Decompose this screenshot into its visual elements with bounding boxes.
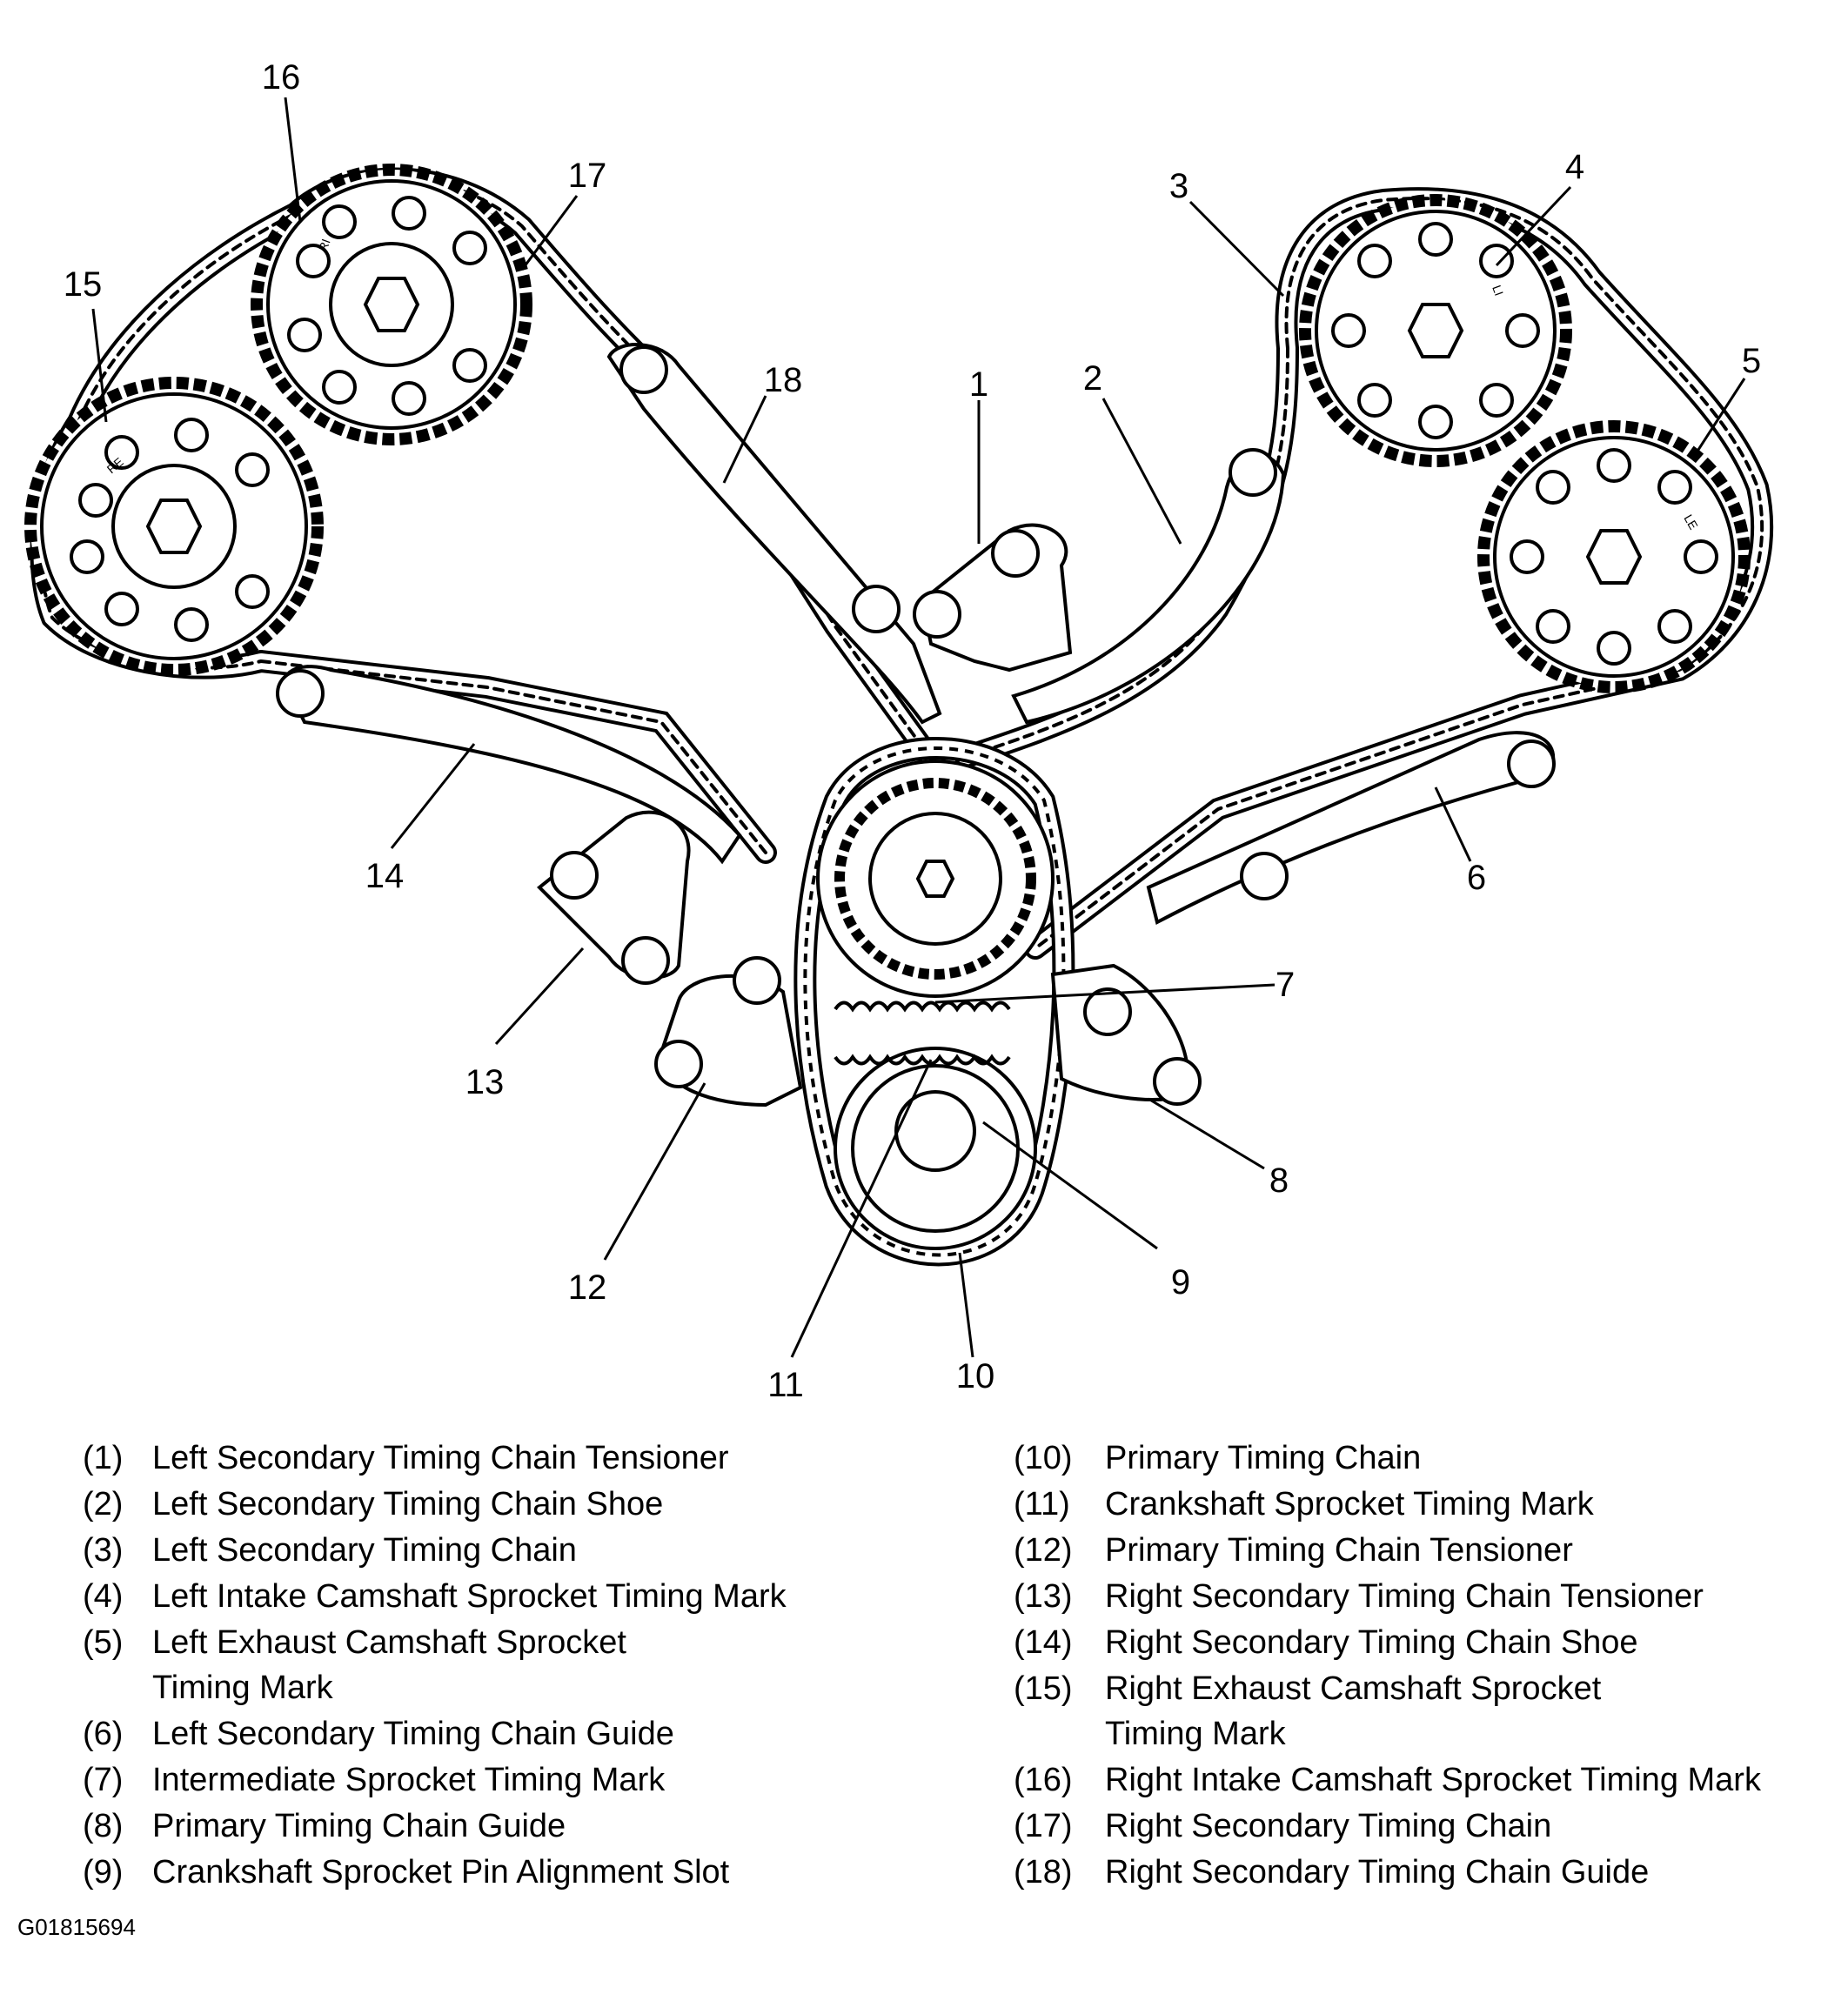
callout-1: 1: [969, 365, 988, 404]
callout-10: 10: [956, 1357, 995, 1395]
legend-item-10: (10) Primary Timing Chain: [1014, 1436, 1840, 1481]
legend-number: (11): [1014, 1486, 1070, 1522]
legend-number: (9): [83, 1854, 124, 1891]
legend-text: Intermediate Sprocket Timing Mark: [152, 1762, 666, 1798]
callout-8: 8: [1269, 1161, 1289, 1200]
callout-3: 3: [1169, 167, 1188, 205]
legend-item-16: (16) Right Intake Camshaft Sprocket Timin…: [1014, 1757, 1840, 1803]
legend-text: Left Secondary Timing Chain Tensioner: [152, 1440, 729, 1476]
callout-12: 12: [568, 1268, 607, 1307]
legend-item-13: (13) Right Secondary Timing Chain Tension…: [1014, 1574, 1840, 1619]
callout-15: 15: [64, 265, 103, 304]
callout-16: 16: [262, 58, 301, 97]
timing-chain-diagram: RI RE LI LE 1 2 3 4 5 6 7 8 9 10 11 12 1…: [24, 58, 1774, 1404]
legend-text: Crankshaft Sprocket Pin Alignment Slot: [152, 1854, 730, 1891]
legend-number: (8): [83, 1808, 124, 1844]
callout-17: 17: [568, 157, 607, 195]
callout-4: 4: [1565, 148, 1584, 186]
legend-item-12: (12) Primary Timing Chain Tensioner: [1014, 1528, 1840, 1573]
right-secondary-shoe: [284, 665, 742, 865]
callout-11: 11: [767, 1366, 804, 1404]
legend-text: Right Exhaust Camshaft Sprocket Timing M…: [1105, 1670, 1602, 1752]
legend-text: Right Secondary Timing Chain Tensioner: [1105, 1578, 1704, 1615]
intermediate-sprocket: [816, 760, 1055, 998]
legend-item-4: (4) Left Intake Camshaft Sprocket Timing …: [83, 1574, 953, 1619]
legend-text: Crankshaft Sprocket Timing Mark: [1105, 1486, 1594, 1522]
legend-number: (3): [83, 1532, 124, 1569]
callout-2: 2: [1083, 359, 1102, 398]
legend-column-left: (1) Left Secondary Timing Chain Tensioner…: [83, 1436, 953, 1896]
legend-text: Right Secondary Timing Chain Guide: [1105, 1854, 1650, 1891]
callout-6: 6: [1467, 859, 1486, 897]
right-intake-camshaft-sprocket: [251, 164, 532, 445]
legend-item-2: (2) Left Secondary Timing Chain Shoe: [83, 1482, 953, 1527]
legend-number: (6): [83, 1716, 124, 1752]
legend-item-6: (6) Left Secondary Timing Chain Guide: [83, 1711, 953, 1757]
legend-item-17: (17) Right Secondary Timing Chain: [1014, 1804, 1840, 1849]
legend-item-9: (9) Crankshaft Sprocket Pin Alignment Slo…: [83, 1850, 953, 1895]
legend-text: Right Secondary Timing Chain Shoe: [1105, 1624, 1638, 1661]
callout-13: 13: [465, 1063, 505, 1101]
legend-number: (4): [83, 1578, 124, 1615]
left-exhaust-camshaft-sprocket: [1477, 420, 1751, 693]
right-exhaust-camshaft-sprocket: [24, 377, 324, 676]
legend-text: Left Secondary Timing Chain Guide: [152, 1716, 674, 1752]
callout-7: 7: [1276, 966, 1295, 1004]
le-mark: LE: [1681, 512, 1700, 532]
left-intake-camshaft-sprocket: [1299, 194, 1572, 467]
legend-number: (10): [1014, 1440, 1073, 1476]
legend-number: (14): [1014, 1624, 1073, 1661]
legend-number: (18): [1014, 1854, 1073, 1891]
legend-text: Left Intake Camshaft Sprocket Timing Mar…: [152, 1578, 787, 1615]
legend-number: (17): [1014, 1808, 1073, 1844]
legend-item-5: (5) Left Exhaust Camshaft Sprocket Timing…: [83, 1620, 953, 1710]
legend-number: (15): [1014, 1670, 1073, 1707]
legend-text: Primary Timing Chain: [1105, 1440, 1422, 1476]
callout-14: 14: [365, 857, 405, 895]
legend-item-18: (18) Right Secondary Timing Chain Guide: [1014, 1850, 1840, 1895]
sprocket-teeth: [834, 1000, 1011, 1066]
bolt-heads: [276, 345, 1556, 1106]
legend-item-1: (1) Left Secondary Timing Chain Tensioner: [83, 1436, 953, 1481]
legend-item-7: (7) Intermediate Sprocket Timing Mark: [83, 1757, 953, 1803]
legend-text: Left Exhaust Camshaft Sprocket Timing Ma…: [152, 1624, 626, 1706]
legend-number: (2): [83, 1486, 124, 1522]
legend-number: (1): [83, 1440, 124, 1476]
legend-text: Primary Timing Chain Guide: [152, 1808, 566, 1844]
legend-text: Right Secondary Timing Chain: [1105, 1808, 1552, 1844]
legend-item-15: (15) Right Exhaust Camshaft Sprocket Timi…: [1014, 1666, 1840, 1757]
callout-9: 9: [1171, 1263, 1190, 1302]
leader-lines: [91, 97, 1746, 1358]
legend-text: Right Intake Camshaft Sprocket Timing Ma…: [1105, 1762, 1761, 1798]
legend-item-8: (8) Primary Timing Chain Guide: [83, 1804, 953, 1849]
legend-number: (13): [1014, 1578, 1073, 1615]
legend: (1) Left Secondary Timing Chain Tensioner…: [0, 1436, 1848, 1923]
legend-column-right: (10) Primary Timing Chain (11) Crankshaft …: [1014, 1436, 1840, 1896]
legend-number: (16): [1014, 1762, 1073, 1798]
callout-5: 5: [1742, 342, 1761, 380]
legend-text: Primary Timing Chain Tensioner: [1105, 1532, 1573, 1569]
legend-number: (12): [1014, 1532, 1073, 1569]
figure-id: G01815694: [17, 1914, 136, 1940]
legend-item-11: (11) Crankshaft Sprocket Timing Mark: [1014, 1482, 1840, 1527]
legend-number: (5): [83, 1624, 124, 1661]
ri-mark: RI: [316, 237, 333, 253]
callout-18: 18: [764, 361, 803, 399]
crankshaft-sprocket: [834, 1047, 1037, 1250]
legend-item-14: (14) Right Secondary Timing Chain Shoe: [1014, 1620, 1840, 1665]
right-secondary-guide: [606, 343, 942, 725]
legend-item-3: (3) Left Secondary Timing Chain: [83, 1528, 953, 1573]
legend-text: Left Secondary Timing Chain Shoe: [152, 1486, 664, 1522]
legend-text: Left Secondary Timing Chain: [152, 1532, 577, 1569]
primary-timing-chain: [793, 737, 1075, 1267]
li-mark: LI: [1490, 284, 1506, 298]
legend-number: (7): [83, 1762, 124, 1798]
